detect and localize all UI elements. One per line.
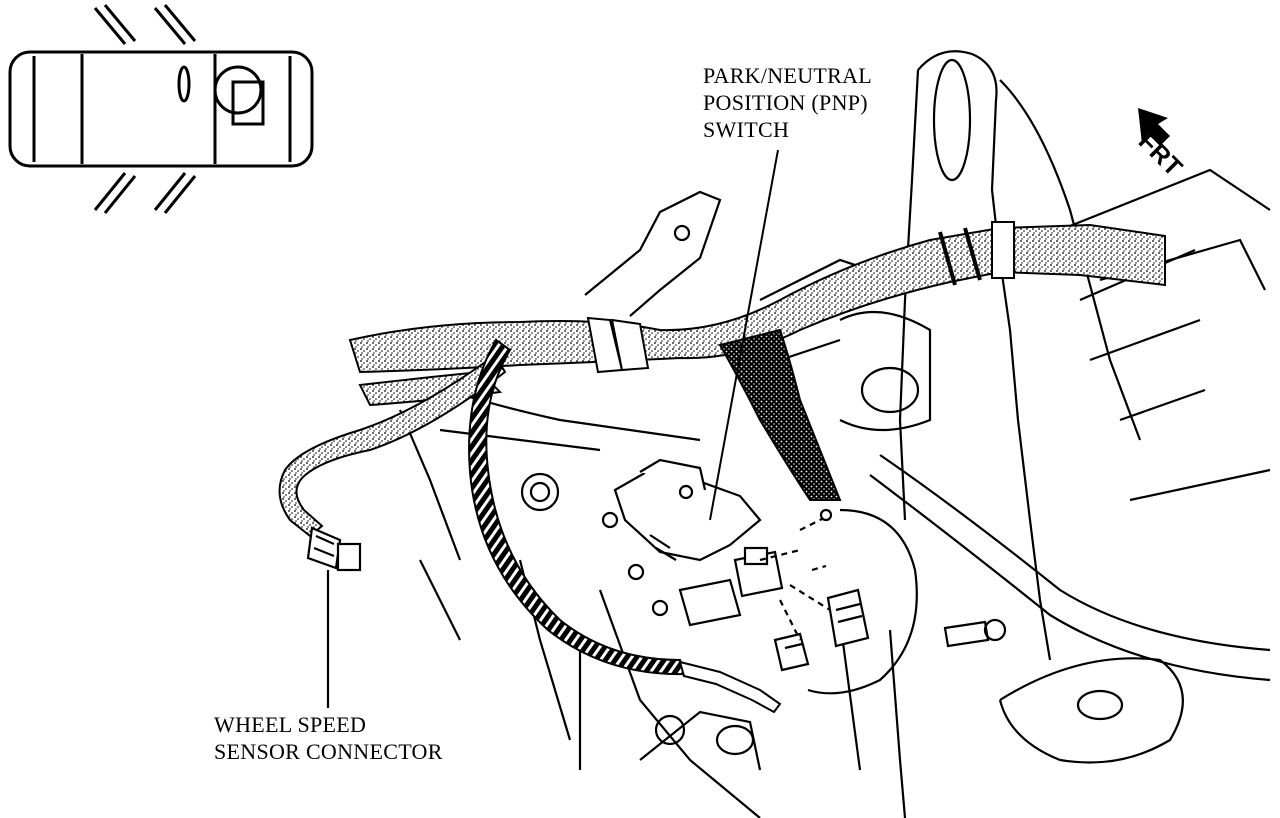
pnp-switch <box>601 458 918 695</box>
wss-label-line-2: SENSOR CONNECTOR <box>214 739 443 764</box>
arrow-front-icon <box>1138 108 1170 146</box>
corrugated-conduit <box>468 338 782 714</box>
pnp-switch-label: PARK/NEUTRAL POSITION (PNP) SWITCH <box>703 62 872 143</box>
wheel-speed-sensor-label: WHEEL SPEED SENSOR CONNECTOR <box>214 711 443 765</box>
wss-label-line-1: WHEEL SPEED <box>214 712 367 737</box>
pnp-leader-line <box>709 149 779 521</box>
pnp-label-line-1: PARK/NEUTRAL <box>703 63 873 88</box>
pnp-label-line-2: POSITION (PNP) <box>703 90 868 115</box>
wheel-speed-sensor-connector <box>306 526 362 708</box>
vehicle-top-view-icon <box>8 4 314 214</box>
transmission-frame-outline <box>398 50 1271 818</box>
pnp-label-line-3: SWITCH <box>703 117 790 142</box>
wiring-harness-main <box>278 221 1166 538</box>
